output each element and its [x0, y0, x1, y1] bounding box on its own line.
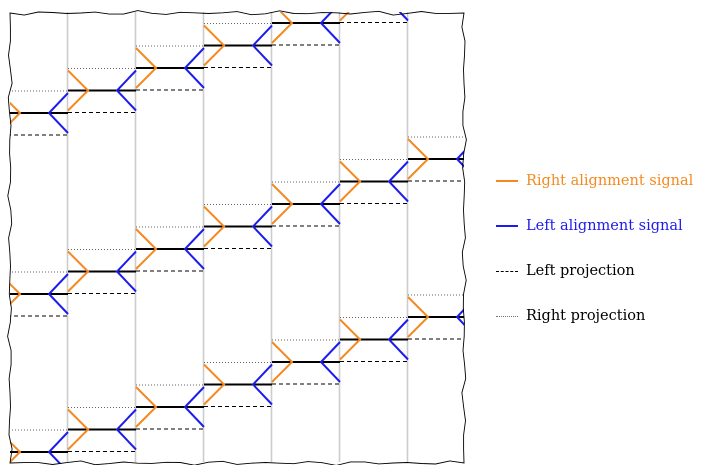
right-alignment-chevron [135, 47, 158, 89]
right-alignment-chevron [339, 160, 362, 203]
alignment-unit [203, 204, 273, 249]
alignment-unit [203, 362, 273, 407]
alignment-unit [271, 339, 341, 385]
alignment-unit [339, 317, 409, 362]
left-alignment-chevron [183, 47, 205, 89]
legend-label: Left projection [526, 263, 635, 279]
right-alignment-chevron [10, 282, 22, 306]
right-alignment-chevron [10, 101, 22, 125]
left-alignment-chevron [251, 24, 273, 67]
alignment-unit [271, 181, 341, 227]
left-alignment-chevron [387, 318, 409, 361]
alignment-unit [67, 68, 137, 113]
right-alignment-chevron [339, 318, 362, 361]
left-alignment-chevron [319, 12, 341, 44]
right-alignment-chevron [407, 138, 430, 180]
alignment-unit [339, 159, 409, 204]
right-signal-swatch [496, 180, 518, 182]
left-alignment-chevron [319, 341, 341, 383]
torn-frame-border [7, 10, 467, 465]
right-alignment-chevron [67, 408, 90, 451]
alignment-unit [271, 12, 341, 46]
right-alignment-chevron [67, 69, 90, 112]
right-alignment-chevron [271, 341, 294, 383]
left-alignment-chevron [455, 308, 464, 326]
column-separators [66, 12, 409, 462]
left-alignment-chevron [251, 205, 273, 248]
legend-label: Left alignment signal [526, 218, 683, 234]
right-alignment-chevron [203, 363, 226, 406]
right-alignment-chevron [339, 12, 350, 22]
left-alignment-chevron [398, 12, 409, 22]
left-alignment-chevron [115, 69, 137, 112]
left-alignment-chevron [47, 431, 69, 464]
alignment-unit [10, 90, 69, 136]
alignment-unit [135, 45, 205, 91]
legend-item-left-alignment-signal: Left alignment signal [496, 215, 683, 237]
alignment-diagram [7, 10, 467, 465]
legend-label: Right projection [526, 308, 646, 324]
right-alignment-chevron [271, 183, 294, 225]
right-projection-swatch [496, 315, 518, 317]
legend-label: Right alignment signal [526, 173, 694, 189]
left-alignment-chevron [47, 92, 69, 134]
alignment-units [10, 12, 464, 464]
legend-item-left-projection: Left projection [496, 260, 635, 282]
right-alignment-chevron [203, 24, 226, 67]
left-signal-swatch [496, 225, 518, 227]
right-alignment-chevron [203, 205, 226, 248]
alignment-unit [67, 249, 137, 294]
alignment-unit [203, 23, 273, 68]
left-alignment-chevron [183, 228, 205, 270]
legend-item-right-projection: Right projection [496, 305, 645, 327]
left-alignment-chevron [455, 150, 464, 168]
right-alignment-chevron [271, 12, 294, 44]
legend-item-right-alignment-signal: Right alignment signal [496, 170, 693, 192]
right-alignment-chevron [67, 250, 90, 293]
alignment-unit [135, 384, 205, 430]
left-alignment-chevron [47, 273, 69, 315]
right-alignment-chevron [10, 440, 22, 464]
left-alignment-chevron [319, 183, 341, 225]
left-projection-swatch [496, 270, 518, 272]
alignment-unit [407, 294, 464, 340]
left-alignment-chevron [115, 250, 137, 293]
left-alignment-chevron [115, 408, 137, 451]
left-alignment-chevron [251, 363, 273, 406]
left-alignment-chevron [183, 386, 205, 428]
alignment-unit [67, 407, 137, 452]
right-alignment-chevron [135, 386, 158, 428]
left-alignment-chevron [387, 160, 409, 203]
right-alignment-chevron [135, 228, 158, 270]
alignment-unit [135, 226, 205, 272]
alignment-unit [407, 136, 464, 182]
alignment-unit [10, 271, 69, 317]
right-alignment-chevron [407, 296, 430, 338]
